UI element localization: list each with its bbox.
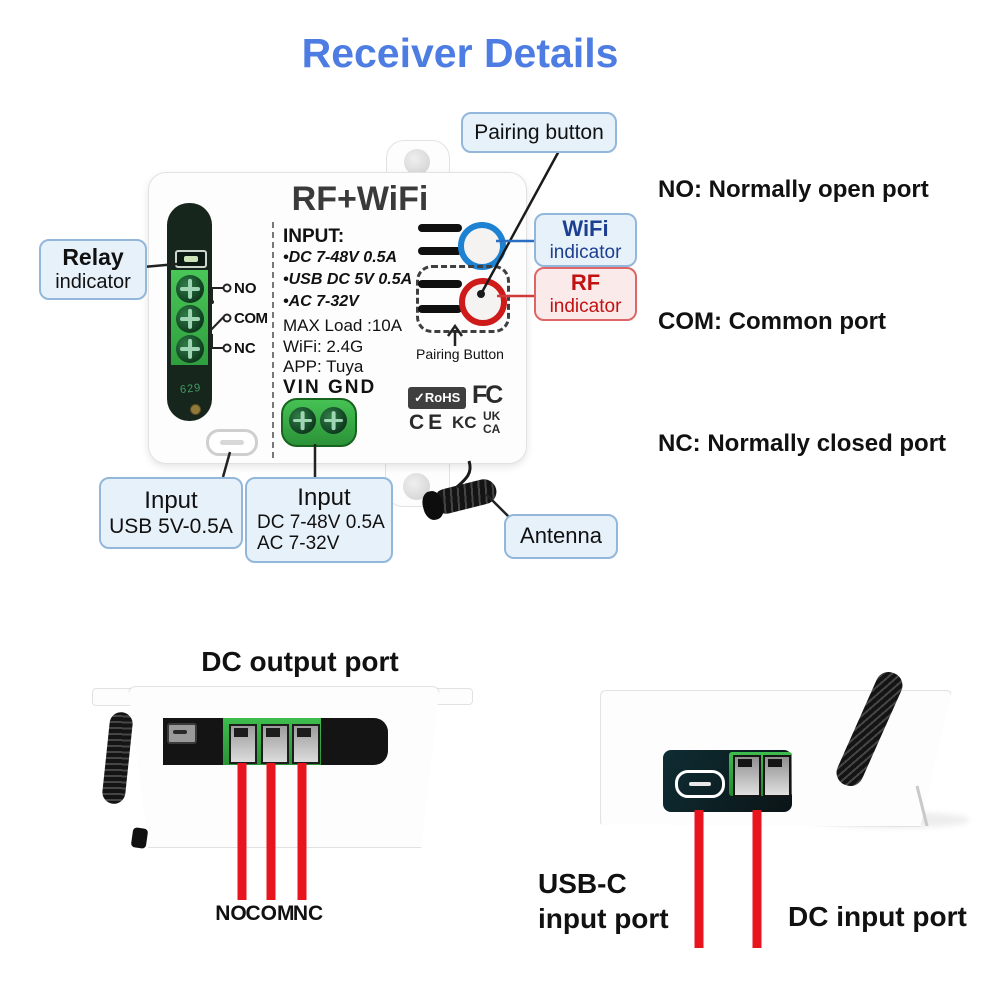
callout-wifi-line2: indicator	[549, 241, 622, 263]
dc-input-label: DC input port	[788, 901, 967, 932]
gnd-terminal-screw	[320, 407, 347, 434]
bl-antenna-coil	[101, 711, 134, 805]
br-terminal-dc2-slot	[768, 759, 782, 767]
wifi-indicator-ring	[458, 222, 506, 270]
divider-dashed	[272, 222, 274, 458]
relay-indicator-led	[175, 250, 207, 268]
bl-terminal-nc	[292, 724, 320, 764]
bl-terminal-no	[229, 724, 257, 764]
input-heading: INPUT:	[283, 226, 345, 247]
usb-c-input-label: USB-C input port	[538, 866, 669, 936]
bl-tab-left	[92, 688, 134, 706]
ukca-line1: UK	[483, 409, 501, 423]
callout-input-dc-line3: AC 7-32V	[257, 533, 340, 555]
spec-max-load: MAX Load :10A	[283, 316, 403, 335]
spec-app: APP: Tuya	[283, 357, 364, 376]
wire-label-no: NO	[215, 902, 247, 925]
vin-gnd-label: VIN GND	[283, 377, 377, 398]
receiver-device-bottom-view	[128, 686, 440, 848]
relay-led-window	[184, 256, 198, 262]
ukca-mark: UK CA	[483, 410, 500, 435]
relay-terminal-screw-com	[176, 305, 204, 333]
rf-indicator-ring[interactable]	[459, 278, 507, 326]
wifi-led-slot-1	[418, 224, 462, 232]
bl-terminal-com-slot	[266, 728, 280, 737]
mounting-hole-top	[404, 149, 430, 175]
relay-terminal-screw-no	[176, 275, 204, 303]
switch-label-com: COM	[234, 310, 268, 327]
description-nc-port: NC: Normally closed port	[658, 430, 947, 457]
spec-wifi: WiFi: 2.4G	[283, 337, 364, 356]
pcb-screw	[190, 404, 201, 415]
dc-output-title: DC output port	[201, 646, 399, 677]
ukca-line2: CA	[483, 421, 501, 436]
vin-terminal-screw	[289, 407, 316, 434]
relay-terminal-screw-nc	[176, 335, 204, 363]
callout-pairing-button-label: Pairing button	[474, 120, 604, 144]
ce-mark: CE	[409, 411, 447, 434]
pairing-button-caption: Pairing Button	[416, 346, 504, 362]
bl-terminal-nc-slot	[297, 728, 311, 737]
callout-rf-line1: RF	[570, 270, 601, 296]
callout-input-usb: Input USB 5V-0.5A	[99, 477, 243, 549]
input-item-usb: •USB DC 5V 0.5A	[283, 271, 413, 288]
rf-led-slot-2	[418, 305, 462, 313]
callout-pairing-button: Pairing button	[461, 112, 617, 153]
callout-rf-indicator: RF indicator	[534, 267, 637, 321]
br-usb-c-port	[675, 770, 725, 798]
rf-led-slot-1	[418, 280, 462, 288]
callout-relay-line2: indicator	[55, 271, 131, 294]
switch-label-no: NO	[234, 280, 257, 297]
callout-input-dc: Input DC 7-48V 0.5A AC 7-32V	[245, 477, 393, 563]
br-terminal-dc2	[763, 755, 791, 797]
bl-terminal-com	[261, 724, 289, 764]
callout-wifi-line1: WiFi	[562, 216, 609, 242]
bl-terminal-no-slot	[234, 728, 248, 737]
callout-wifi-indicator: WiFi indicator	[534, 213, 637, 267]
br-terminal-dc1	[733, 755, 761, 797]
callout-antenna: Antenna	[504, 514, 618, 559]
input-item-dc: •DC 7-48V 0.5A	[283, 249, 398, 266]
callout-relay-line1: Relay	[62, 244, 124, 271]
callout-input-usb-line2: USB 5V-0.5A	[109, 514, 233, 538]
br-usb-c-pin	[689, 782, 711, 786]
bl-usb-connector-slot	[173, 730, 187, 734]
wire-label-nc: NC	[292, 902, 324, 925]
usb-c-slot-pin	[220, 440, 244, 445]
callout-relay-indicator: Relay indicator	[39, 239, 147, 300]
switch-label-nc: NC	[234, 340, 256, 357]
bl-rubber-foot	[130, 827, 149, 849]
description-com-port: COM: Common port	[658, 308, 886, 335]
rohs-badge: ✓RoHS	[408, 387, 467, 409]
kc-mark: KC	[452, 413, 477, 432]
callout-input-dc-line1: Input	[297, 484, 351, 512]
wire-label-com: COM	[245, 902, 295, 925]
wifi-led-slot-2	[418, 247, 462, 255]
pcb-number: 629	[179, 381, 202, 397]
rohs-label: ✓RoHS	[414, 390, 461, 405]
usb-c-input-label-line2: input port	[538, 903, 669, 934]
fcc-logo: FC	[472, 381, 503, 409]
bl-usb-connector	[167, 723, 197, 744]
br-terminal-dc1-slot	[738, 759, 752, 767]
callout-rf-line2: indicator	[549, 295, 622, 317]
usb-c-input-label-line1: USB-C	[538, 868, 627, 899]
model-name: RF+WiFi	[291, 180, 429, 218]
input-item-ac: •AC 7-32V	[283, 293, 359, 310]
page-title: Receiver Details	[301, 30, 619, 76]
description-no-port: NO: Normally open port	[658, 176, 929, 203]
callout-input-dc-line2: DC 7-48V 0.5A	[257, 512, 385, 534]
callout-antenna-label: Antenna	[520, 523, 602, 549]
callout-input-usb-line1: Input	[144, 486, 198, 514]
usb-c-slot	[206, 429, 258, 456]
